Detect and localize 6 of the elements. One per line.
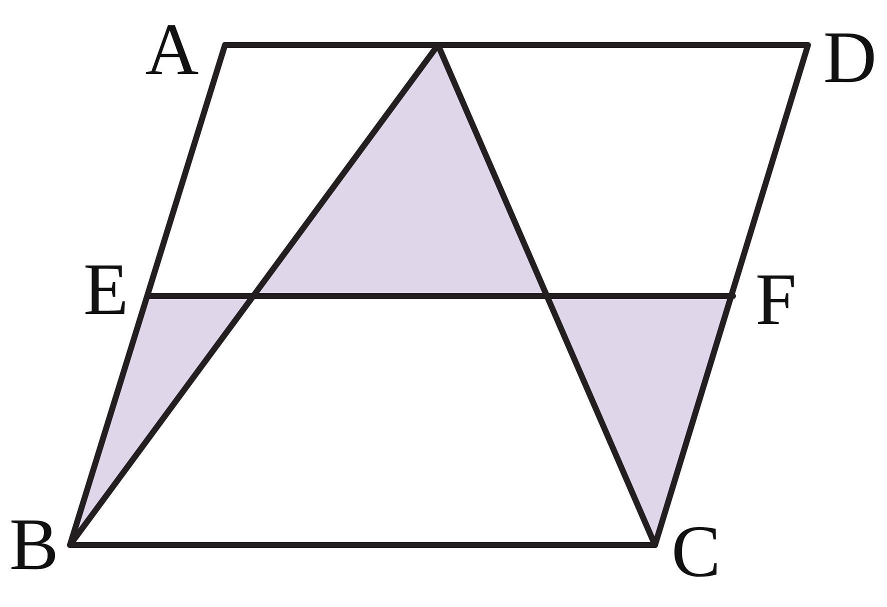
point-label: E bbox=[83, 253, 129, 327]
point-label: B bbox=[9, 508, 59, 582]
point-label: D bbox=[823, 21, 877, 95]
point-label: F bbox=[755, 263, 797, 337]
point-label: A bbox=[145, 13, 199, 87]
point-label: C bbox=[671, 515, 721, 589]
